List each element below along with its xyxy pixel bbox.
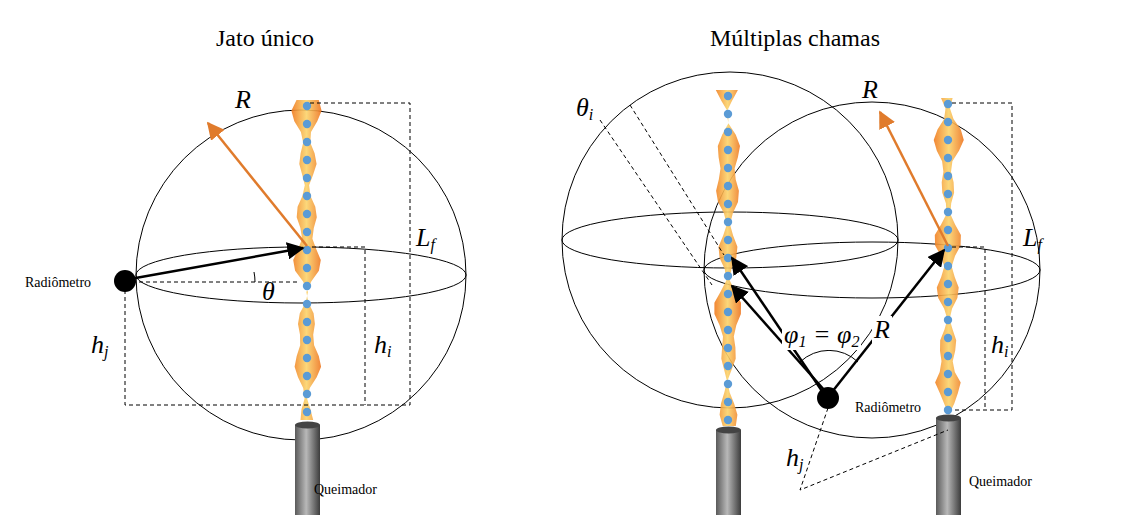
- height-symbol: hi: [374, 331, 391, 360]
- panel-title: Múltiplas chamas: [710, 25, 880, 51]
- dimension-line: [952, 103, 1012, 410]
- radius-arrow: [880, 112, 948, 246]
- reference-line: [630, 105, 724, 255]
- point-source: [724, 416, 732, 424]
- burner-pipe: [936, 418, 961, 515]
- point-source: [944, 100, 952, 108]
- point-source: [724, 362, 732, 370]
- point-source: [303, 390, 311, 398]
- dimension-line: [312, 247, 365, 405]
- point-source: [724, 92, 732, 100]
- point-source: [303, 354, 311, 362]
- point-source: [944, 154, 952, 162]
- dimension-line: [800, 408, 948, 490]
- point-source: [944, 208, 952, 216]
- point-source: [944, 388, 952, 396]
- radiometer-label: Radiômetro: [855, 400, 921, 415]
- burner-label: Queimador: [314, 482, 377, 497]
- point-source: [944, 172, 952, 180]
- angle-arc: [800, 350, 858, 362]
- point-source: [303, 282, 311, 290]
- point-source: [944, 298, 952, 306]
- point-source: [724, 272, 732, 280]
- height-symbol: hi: [991, 331, 1008, 360]
- point-source: [303, 246, 311, 254]
- point-source: [944, 316, 952, 324]
- flame: [714, 90, 741, 426]
- radius-symbol: R: [872, 316, 892, 345]
- radius-arrow: [208, 123, 307, 246]
- point-source: [724, 380, 732, 388]
- radius-symbol: R: [235, 86, 251, 115]
- point-source: [944, 190, 952, 198]
- radiometer-label: Radiômetro: [25, 275, 91, 290]
- burner-rim: [716, 427, 741, 434]
- point-source: [724, 218, 732, 226]
- point-source: [303, 408, 311, 416]
- panel-title: Jato único: [216, 25, 314, 51]
- burner-rim: [936, 415, 961, 422]
- flames: [291, 90, 963, 426]
- point-source: [303, 210, 311, 218]
- point-source: [944, 280, 952, 288]
- point-source: [724, 344, 732, 352]
- point-source: [944, 118, 952, 126]
- point-source: [944, 262, 952, 270]
- point-source: [724, 146, 732, 154]
- height-symbol: hj: [91, 331, 108, 360]
- flame-length-symbol: Lf: [416, 224, 435, 253]
- point-source: [944, 226, 952, 234]
- point-source: [303, 120, 311, 128]
- point-source: [724, 200, 732, 208]
- sight-arrow: [130, 248, 303, 279]
- point-source: [724, 164, 732, 172]
- point-source: [724, 290, 732, 298]
- point-source: [303, 228, 311, 236]
- burner-rim: [295, 422, 320, 429]
- point-source: [303, 102, 311, 110]
- sphere: [704, 102, 1040, 438]
- point-source: [303, 318, 311, 326]
- burner-label: Queimador: [969, 474, 1032, 489]
- angle-symbol: θ: [262, 278, 275, 307]
- point-source: [724, 254, 732, 262]
- angle-arc: [254, 272, 255, 282]
- equator: [562, 212, 898, 268]
- point-source: [724, 182, 732, 190]
- point-source: [944, 136, 952, 144]
- dimension-line: [952, 247, 985, 410]
- reference-line: [600, 120, 712, 285]
- point-source: [303, 174, 311, 182]
- point-source: [944, 334, 952, 342]
- angle-symbol: θi: [576, 94, 593, 123]
- point-source: [303, 336, 311, 344]
- point-source: [944, 370, 952, 378]
- point-source: [303, 264, 311, 272]
- height-symbol: hj: [786, 444, 803, 473]
- point-source: [724, 236, 732, 244]
- point-source: [724, 110, 732, 118]
- point-source: [303, 300, 311, 308]
- point-source: [724, 128, 732, 136]
- dimension-line: [125, 103, 410, 405]
- point-source: [724, 308, 732, 316]
- point-source: [303, 138, 311, 146]
- flame: [291, 100, 321, 420]
- flame-length-symbol: Lf: [1023, 224, 1042, 253]
- angle-symbol: φ1 = φ2: [782, 321, 861, 350]
- point-source: [303, 192, 311, 200]
- radiometer-dot: [114, 270, 136, 292]
- point-source: [944, 406, 952, 414]
- radius-symbol: R: [862, 76, 878, 105]
- burner-pipe: [716, 430, 741, 515]
- point-source: [724, 326, 732, 334]
- point-source: [724, 398, 732, 406]
- point-source: [944, 352, 952, 360]
- radiometer-dot: [817, 387, 839, 409]
- point-source: [303, 156, 311, 164]
- burner-pipe: [295, 425, 320, 515]
- point-source: [303, 372, 311, 380]
